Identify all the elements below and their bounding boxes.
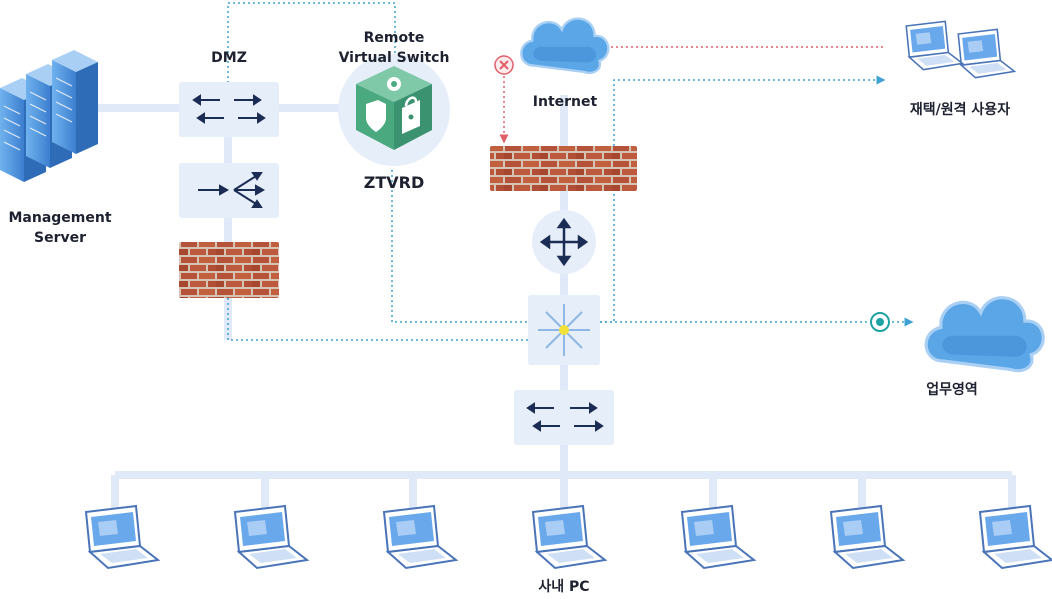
work-area-cloud-icon <box>924 296 1045 373</box>
remote-user-laptops <box>905 20 1016 79</box>
laptop-icon <box>681 505 755 569</box>
laptop-icon <box>830 505 904 569</box>
lan-switch-icon <box>514 390 614 445</box>
laptop-icon <box>383 505 457 569</box>
laptop-icon <box>234 505 308 569</box>
internet-cloud-icon <box>520 17 610 74</box>
dmz-label: DMZ <box>211 50 247 66</box>
laptop-icon <box>532 505 606 569</box>
move-arrows-icon <box>532 210 596 274</box>
remote-users-label: 재택/원격 사용자 <box>909 102 1011 118</box>
internet-firewall-icon <box>490 146 637 191</box>
target-icon <box>870 312 890 332</box>
management-server-label: Management Server <box>8 210 112 246</box>
dotted-connections <box>227 2 914 341</box>
internal-pc-label: 사내 PC <box>538 579 590 595</box>
internet-label: Internet <box>532 94 598 110</box>
internal-pc-laptops <box>85 505 1052 569</box>
remote-virtual-switch-label: Remote Virtual Switch <box>338 30 450 66</box>
blocked-x-icon <box>494 55 514 75</box>
ztvrd-label: ZTVRD <box>363 173 425 192</box>
shield-lock-cube-icon <box>338 54 450 166</box>
laptop-icon <box>85 505 159 569</box>
router-split-icon <box>179 163 279 218</box>
laptop-icon <box>979 505 1052 569</box>
hub-star-icon <box>528 295 600 365</box>
dmz-switch-icon <box>179 82 279 137</box>
server-rack-icon <box>0 50 98 182</box>
dmz-firewall-icon <box>179 242 279 298</box>
work-area-label: 업무영역 <box>926 382 978 398</box>
